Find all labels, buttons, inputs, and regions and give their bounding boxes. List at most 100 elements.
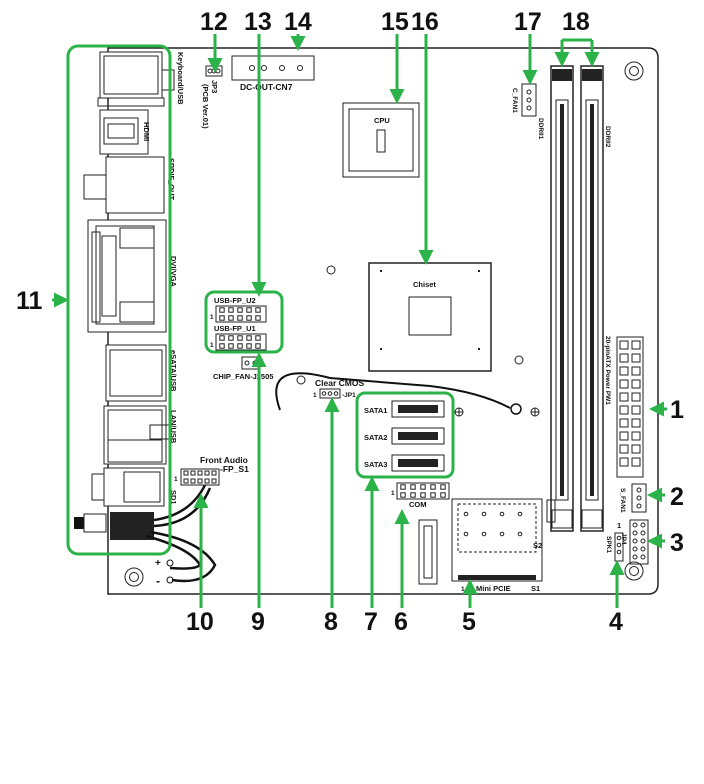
pin — [619, 366, 629, 376]
mounting-hole — [624, 561, 644, 581]
pin — [183, 470, 189, 476]
callout-11: 11 — [16, 287, 43, 315]
pin — [481, 531, 487, 537]
pin — [481, 511, 487, 517]
pin — [246, 343, 252, 349]
pin — [430, 484, 436, 490]
callout-15: 15 — [381, 8, 409, 36]
keyboard-usb-label: Keyboard/USB — [176, 52, 185, 105]
memory-card-bracket — [546, 499, 556, 523]
dc-out-label: DC-OUT-CN7 — [240, 82, 293, 92]
ddr2-label: DDRII2 — [604, 126, 611, 148]
board-mark — [454, 407, 464, 417]
pin — [631, 392, 641, 402]
pin — [246, 307, 252, 313]
cpu-label: CPU — [374, 116, 390, 125]
pin — [204, 470, 210, 476]
pin — [420, 484, 426, 490]
pin — [228, 335, 234, 341]
screw-hole — [296, 375, 306, 385]
pin — [631, 340, 641, 350]
pin — [219, 343, 225, 349]
pin — [255, 307, 261, 313]
pin — [400, 492, 406, 498]
mounting-hole — [124, 567, 144, 587]
callout-box-9 — [204, 290, 284, 354]
esata-usb-label: eSATA/USB — [169, 350, 178, 392]
sata3-label: SATA3 — [364, 460, 387, 469]
pin — [631, 353, 641, 363]
cpu — [342, 102, 420, 178]
spdif-port — [83, 156, 165, 214]
callout-7: 7 — [364, 608, 378, 636]
pin — [631, 405, 641, 415]
pin — [211, 470, 217, 476]
lan-usb-label: LAN/USB — [169, 410, 178, 444]
pin — [237, 343, 243, 349]
system-fan-header — [631, 483, 647, 513]
pin — [499, 531, 505, 537]
pin — [499, 511, 505, 517]
pin — [183, 478, 189, 484]
callout-6: 6 — [394, 608, 408, 636]
cmos-connector — [510, 403, 522, 415]
pin — [420, 492, 426, 498]
pin — [255, 315, 261, 321]
jp4-pin1: 1 — [617, 521, 621, 530]
pin — [463, 511, 469, 517]
sata-port-1 — [391, 400, 445, 418]
atx-power-connector — [616, 336, 644, 478]
mini-pcie-pin1: 1 — [461, 586, 465, 593]
pin — [246, 335, 252, 341]
pin — [619, 418, 629, 428]
callout-12: 12 — [200, 8, 228, 36]
callout-box-7 — [355, 391, 455, 479]
chipset-label: Chiset — [413, 280, 436, 289]
callout-3: 3 — [670, 529, 684, 557]
callout-13: 13 — [244, 8, 272, 36]
pin — [517, 511, 523, 517]
pin — [255, 343, 261, 349]
pin — [632, 522, 638, 528]
clear-cmos-label: Clear CMOS — [315, 378, 364, 388]
com-label: COM — [409, 500, 427, 509]
callout-5: 5 — [462, 608, 476, 636]
pin — [640, 530, 646, 536]
pin — [410, 484, 416, 490]
minus-label: - — [156, 574, 160, 588]
pin — [197, 478, 203, 484]
callout-9: 9 — [251, 608, 265, 636]
pin — [228, 307, 234, 313]
mounting-hole — [624, 61, 644, 81]
sata2-label: SATA2 — [364, 433, 387, 442]
screw-hole — [326, 265, 336, 275]
cmos-cable — [275, 372, 511, 411]
pin — [190, 470, 196, 476]
system-fan-label: S_FAN1 — [619, 488, 626, 513]
callout-10: 10 — [186, 608, 214, 636]
pin — [237, 315, 243, 321]
callout-4: 4 — [609, 608, 623, 636]
audio-cable — [74, 484, 217, 584]
pin — [632, 530, 638, 536]
pin — [619, 379, 629, 389]
dvi-vga-label: DVI/VGA — [169, 256, 178, 287]
pin — [640, 546, 646, 552]
expansion-slot — [418, 519, 438, 585]
front-audio-label: Front Audio — [200, 455, 248, 465]
esata-usb-port — [105, 344, 167, 402]
com-pin1: 1 — [391, 490, 395, 497]
pin — [190, 478, 196, 484]
pin — [619, 392, 629, 402]
pin — [219, 307, 225, 313]
pin — [430, 492, 436, 498]
callout-8: 8 — [324, 608, 338, 636]
pin — [410, 492, 416, 498]
callout-2: 2 — [670, 483, 684, 511]
pin — [237, 335, 243, 341]
atx-power-label: 20-pinATX Power PW1 — [604, 336, 611, 405]
pin — [219, 335, 225, 341]
usb-fp-u2-label: USB-FP_U2 — [214, 296, 256, 305]
pin — [204, 478, 210, 484]
pin — [440, 492, 446, 498]
